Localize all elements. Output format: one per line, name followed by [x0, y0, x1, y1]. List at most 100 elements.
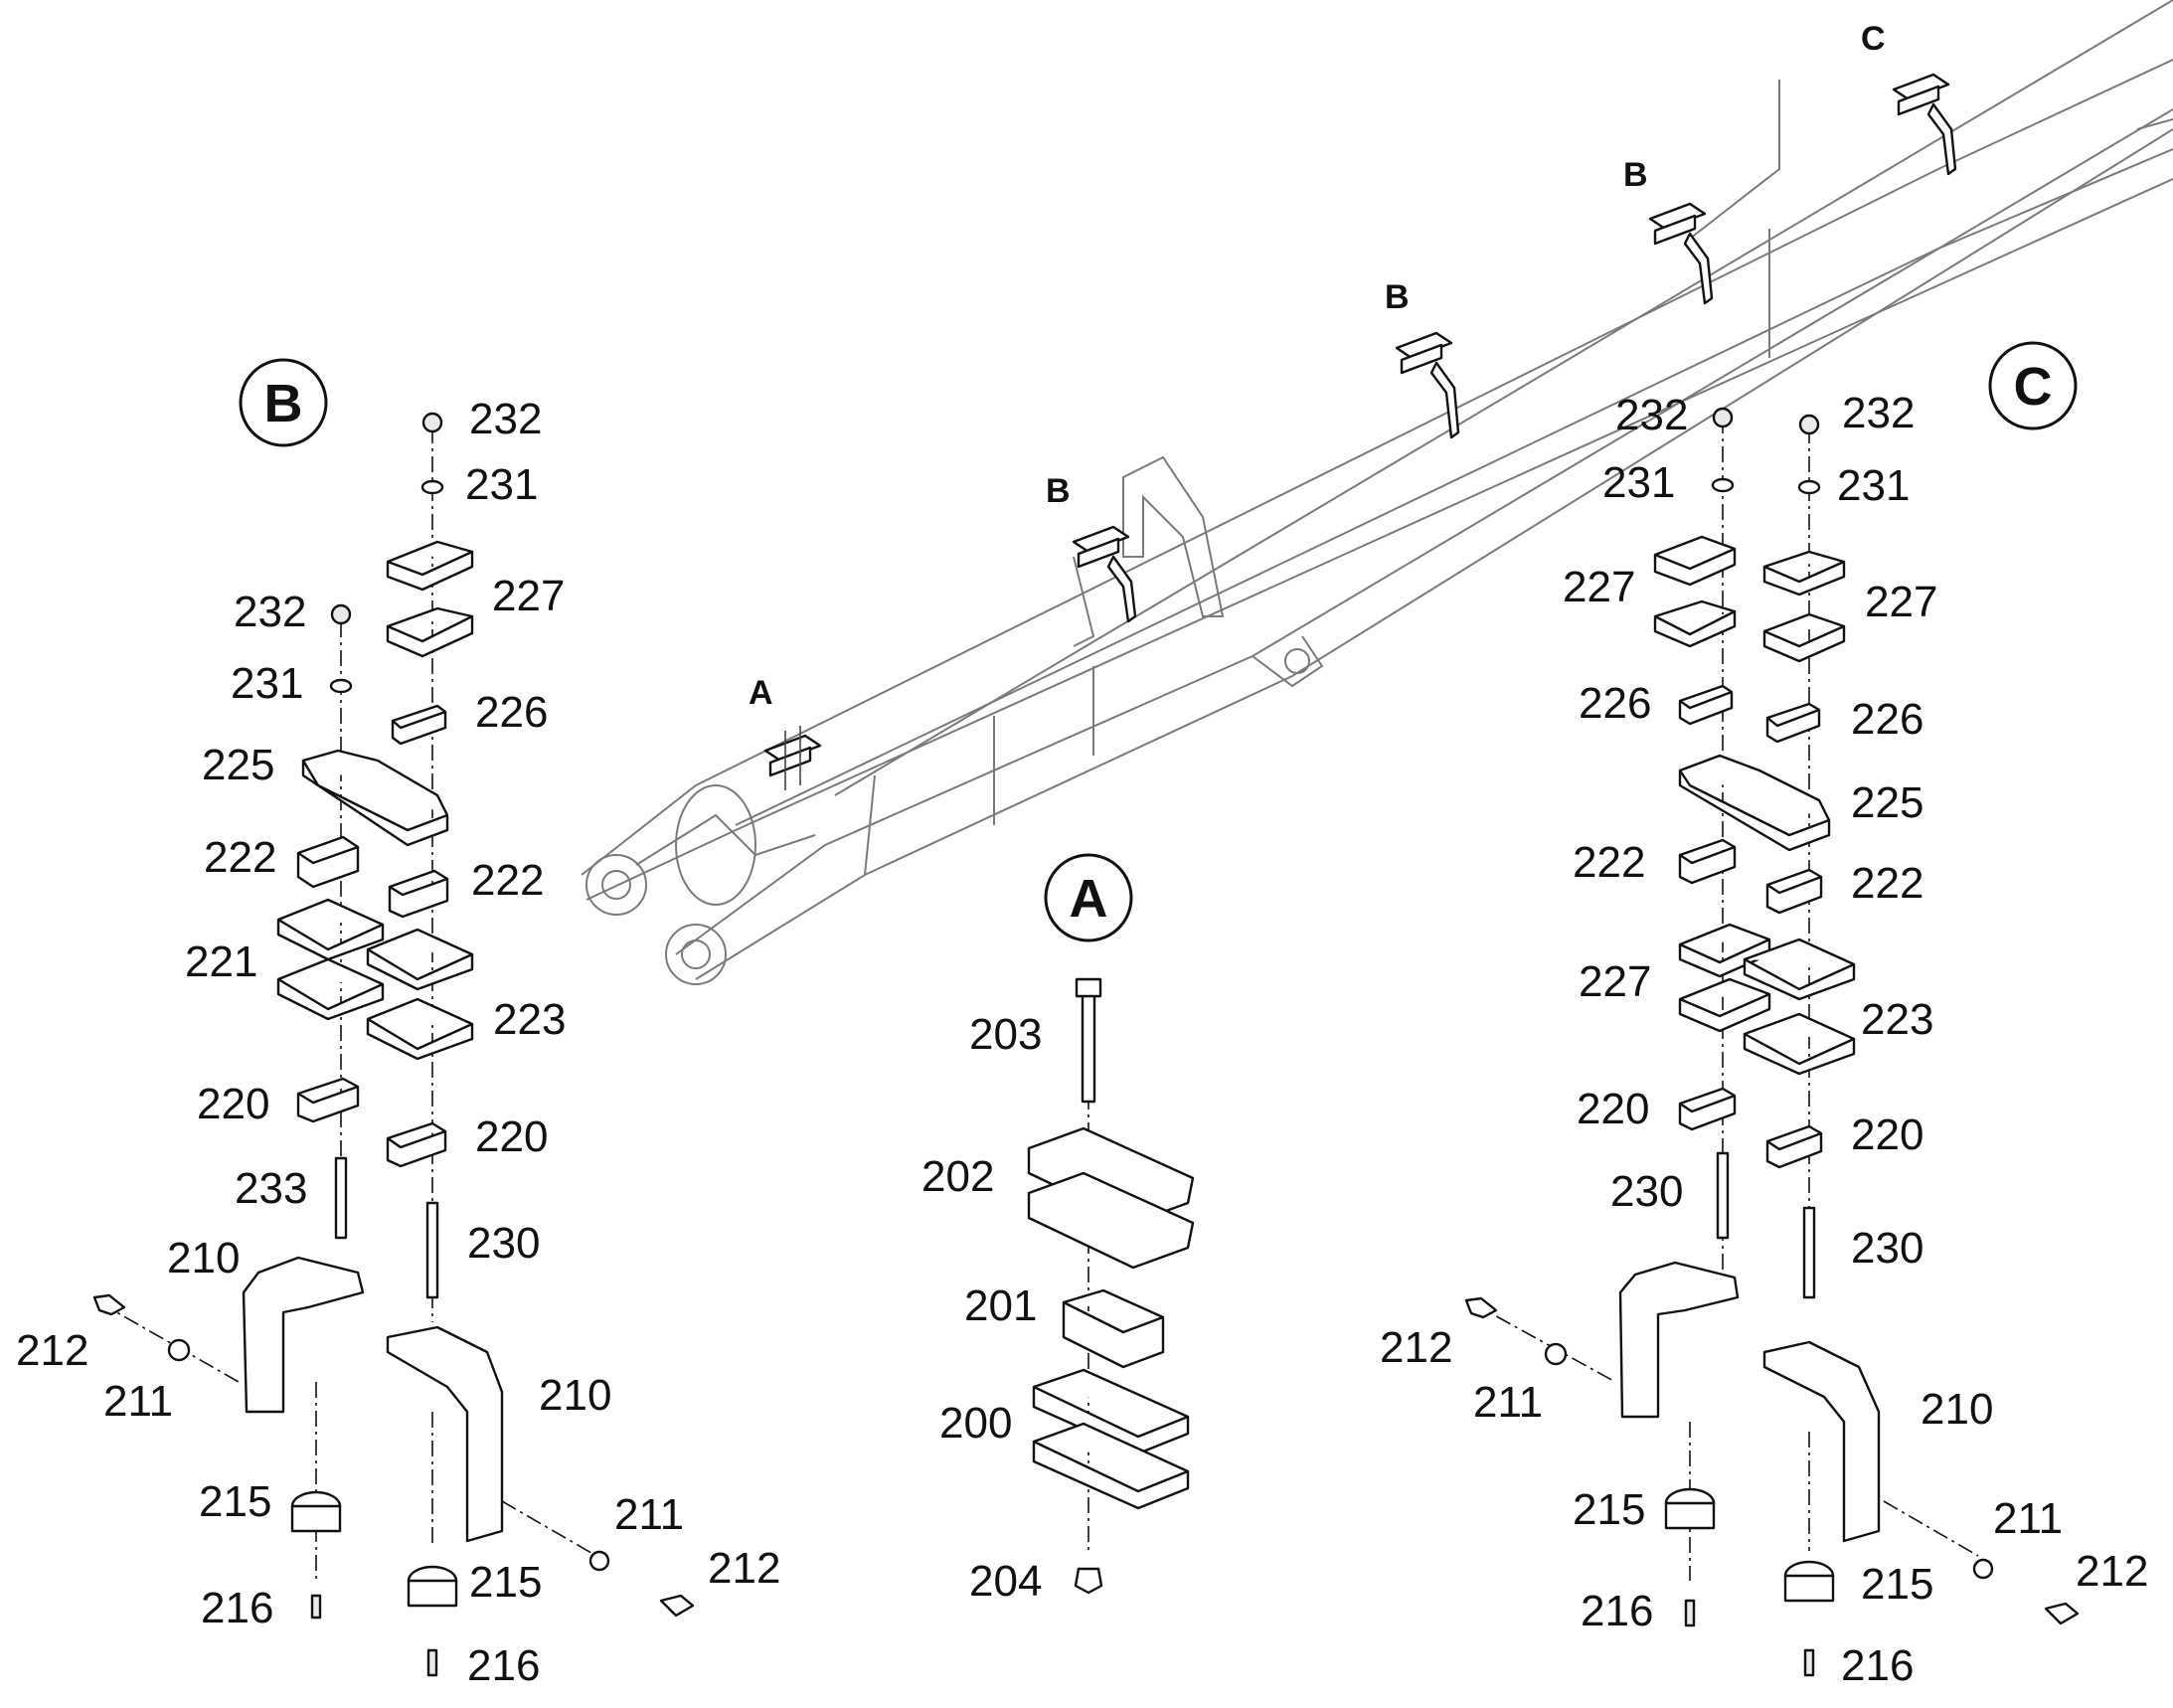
bolt-212-c-right: [2044, 1602, 2080, 1625]
label-210-left: 210: [167, 1234, 240, 1282]
cap-227-c-d: [1762, 612, 1846, 663]
block-222-left: [296, 835, 360, 889]
boom-clamp-c: [1892, 73, 1957, 176]
bolt-212-c-left: [1464, 1296, 1498, 1319]
boom-clamp-b3: [1648, 202, 1714, 305]
washer-231-c-left: [1711, 477, 1735, 493]
label-227: 227: [492, 572, 565, 620]
stud-230: [425, 1201, 439, 1299]
screw-216-c-right: [1803, 1648, 1815, 1677]
label-211-right: 211: [614, 1490, 684, 1539]
label-200: 200: [939, 1399, 1012, 1448]
block-222-right: [388, 869, 449, 919]
label-222-left: 222: [204, 833, 276, 882]
screw-216-left: [310, 1594, 322, 1620]
screw-216-right: [426, 1648, 438, 1677]
label-210-right: 210: [539, 1371, 611, 1420]
label-c-212-a: 212: [1380, 1323, 1452, 1372]
clamp-223-c-top: [1743, 938, 1856, 1001]
label-204: 204: [969, 1557, 1042, 1606]
bracket-210-c-right: [1762, 1340, 1881, 1543]
label-c-211-a: 211: [1473, 1378, 1543, 1427]
label-232-b: 232: [234, 588, 306, 636]
boom-clamps: [763, 73, 1957, 790]
boom-marker-a: A: [749, 674, 773, 712]
bracket-210-c-left: [1618, 1261, 1740, 1419]
block-220-right: [386, 1121, 447, 1168]
boom-clamp-b1: [1072, 525, 1137, 623]
washer-211-right: [588, 1550, 610, 1572]
nut-232-c-right: [1798, 414, 1820, 435]
view-a-circle-label: A: [1070, 869, 1108, 929]
block-220-left: [296, 1077, 360, 1123]
label-220-right: 220: [475, 1112, 548, 1161]
cap-227-2: [386, 606, 474, 658]
label-c-230-a: 230: [1610, 1167, 1683, 1216]
label-222-right: 222: [471, 856, 544, 905]
label-c-222-a: 222: [1573, 838, 1645, 887]
label-232-a: 232: [469, 395, 542, 443]
bolt-212-left: [92, 1293, 126, 1316]
label-c-231-a: 231: [1602, 458, 1675, 507]
label-c-215-b: 215: [1861, 1560, 1933, 1609]
label-c-231-b: 231: [1837, 461, 1910, 510]
label-c-210: 210: [1921, 1385, 1993, 1434]
spacer-226-c-left: [1678, 684, 1734, 726]
label-c-232-a: 232: [1615, 391, 1688, 439]
block-220-c-left: [1678, 1087, 1737, 1131]
washer-211-c-left: [1544, 1342, 1568, 1366]
clamp-221-bottom: [276, 957, 385, 1021]
label-c-220-a: 220: [1577, 1085, 1649, 1133]
label-c-226-b: 226: [1851, 695, 1923, 744]
label-c-216-a: 216: [1581, 1587, 1653, 1635]
view-b-circle-label: B: [264, 374, 303, 433]
label-c-212-b: 212: [2076, 1547, 2148, 1596]
excavator-boom: [581, 0, 2173, 985]
boom-marker-b-3: B: [1623, 156, 1648, 194]
bolt-212-right: [659, 1594, 695, 1618]
boom-clamp-a: [763, 726, 822, 790]
screw-216-c-left: [1684, 1599, 1696, 1627]
washer-231-left: [329, 678, 353, 694]
bracket-210-left: [242, 1256, 365, 1414]
label-231-a: 231: [465, 460, 538, 509]
clamp-half-202-top: [1027, 1126, 1195, 1225]
boom-marker-c: C: [1861, 20, 1886, 58]
label-221: 221: [185, 938, 257, 986]
spacer-226: [391, 704, 447, 746]
label-c-223: 223: [1861, 995, 1933, 1044]
label-c-232-b: 232: [1842, 389, 1915, 437]
boom-marker-labels: A B B B C: [749, 20, 1886, 712]
washer-231-c-right: [1797, 479, 1821, 495]
stud-233: [334, 1156, 348, 1240]
label-231-b: 231: [231, 659, 303, 708]
label-201: 201: [964, 1281, 1037, 1330]
view-c: C: [1380, 341, 2148, 1690]
clamp-half-202-bottom: [1027, 1171, 1195, 1270]
label-c-225: 225: [1851, 778, 1923, 827]
label-220-left: 220: [197, 1080, 269, 1128]
label-211-left: 211: [103, 1377, 173, 1426]
view-b-circle: [239, 358, 328, 447]
label-c-220-b: 220: [1851, 1110, 1923, 1159]
label-212-right: 212: [708, 1544, 780, 1593]
stud-230-c-right: [1802, 1206, 1816, 1299]
cap-227-c-b: [1653, 599, 1737, 648]
view-b: B: [16, 358, 780, 1690]
label-216-right: 216: [467, 1641, 540, 1690]
block-201: [1062, 1288, 1165, 1369]
view-a-circle: [1044, 853, 1133, 942]
label-c-226-a: 226: [1579, 679, 1651, 728]
nut-232-c-left: [1712, 407, 1734, 428]
label-c-216-b: 216: [1841, 1641, 1914, 1690]
label-233: 233: [235, 1164, 307, 1213]
view-c-circle: [1988, 341, 2078, 430]
clamp-half-200-bottom: [1032, 1422, 1190, 1510]
label-203: 203: [969, 1010, 1042, 1059]
label-223: 223: [493, 995, 566, 1044]
clamp-223-top: [366, 928, 474, 991]
label-226: 226: [475, 688, 548, 737]
label-216-left: 216: [201, 1584, 273, 1632]
stud-230-c-left: [1716, 1151, 1730, 1240]
